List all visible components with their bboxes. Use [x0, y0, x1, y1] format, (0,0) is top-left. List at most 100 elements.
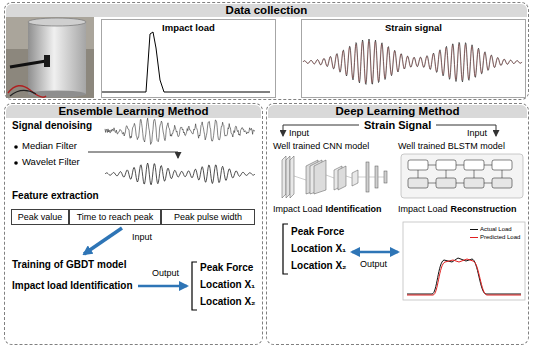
- strain-wave-red: [303, 42, 522, 83]
- illustration-shape: [286, 156, 290, 198]
- text-label: Well trained CNN model: [273, 141, 369, 151]
- text-label: Impact load Identification: [12, 280, 133, 292]
- table-cell: Peak pulse width: [161, 209, 255, 225]
- illustration-shape: [401, 154, 523, 198]
- illustration-shape: [338, 166, 346, 190]
- output-double-arrow: [352, 251, 398, 254]
- illustration-shape: [418, 170, 419, 178]
- text-label: Location X₁: [200, 279, 255, 291]
- illustration-shape: [10, 61, 46, 67]
- illustration-shape: [326, 175, 334, 178]
- bullet: [14, 145, 18, 149]
- blstm-illustration: [401, 154, 523, 198]
- text-label: Impact Load: [273, 204, 323, 214]
- text-label: Wavelet Filter: [22, 157, 80, 168]
- illustration-shape: [464, 178, 484, 188]
- test-photo: [6, 17, 94, 98]
- illustration-shape: [492, 160, 512, 170]
- cell-text: Peak pulse width: [174, 212, 242, 222]
- text-label: Output: [360, 259, 387, 269]
- panel-heading: Data collection: [6, 4, 527, 17]
- clean-signal: [105, 163, 255, 185]
- text-label: Well trained BLSTM model: [398, 141, 505, 151]
- text-label: Impact Load: [398, 204, 448, 214]
- illustration-shape: [436, 178, 456, 188]
- illustration-shape: [366, 162, 369, 192]
- plot-frame: [403, 222, 525, 300]
- illustration-shape: [6, 17, 94, 98]
- illustration-shape: [44, 55, 50, 67]
- strain-wave: [303, 39, 522, 84]
- text-label: Location X₁: [291, 243, 346, 255]
- illustration-shape: [408, 160, 428, 170]
- legend-text: Actual Load: [480, 226, 512, 233]
- bracket: [192, 262, 197, 310]
- illustration-shape: [464, 160, 484, 170]
- illustration-shape: [456, 183, 464, 184]
- illustration-shape: [28, 22, 86, 94]
- text-label: Peak Force: [200, 262, 253, 274]
- text-label: Peak Force: [291, 226, 344, 238]
- illustration-shape: [375, 166, 378, 188]
- panel-heading: Deep Learning Method: [268, 105, 527, 118]
- table-cell: Time to reach peak: [69, 209, 161, 225]
- illustration-shape: [428, 165, 436, 166]
- illustration-shape: [474, 170, 475, 178]
- input-arrow: [84, 228, 122, 254]
- text-label: Location X₂: [200, 296, 256, 308]
- panel-heading: Ensemble Learning Method: [6, 105, 261, 118]
- chart-box: Strain signal: [301, 19, 526, 98]
- illustration-shape: [294, 176, 306, 180]
- text-label: Input: [132, 232, 152, 242]
- legend-line: [470, 237, 478, 238]
- chart-title: Strain signal: [302, 22, 525, 33]
- text-label: Strain Signal: [364, 119, 431, 132]
- illustration-shape: [28, 18, 86, 26]
- illustration-shape: [456, 165, 464, 166]
- illustration-shape: [378, 177, 384, 178]
- illustration-shape: [290, 156, 294, 198]
- text-label: Input: [467, 128, 487, 138]
- bracket: [283, 224, 288, 274]
- chart-title: Impact load: [102, 22, 275, 33]
- illustration-shape: [346, 176, 352, 178]
- denoise-arrow: [88, 152, 178, 158]
- illustration-shape: [446, 170, 447, 178]
- illustration-shape: [282, 156, 286, 198]
- illustration-shape: [502, 170, 503, 178]
- predicted-load-curve: [407, 259, 521, 295]
- illustration-shape: [408, 178, 428, 188]
- text-label: Median Filter: [22, 141, 77, 152]
- text-label: Reconstruction: [451, 204, 517, 214]
- noisy-signal: [105, 118, 255, 144]
- text-label: Input: [289, 128, 309, 138]
- illustration-shape: [492, 178, 512, 188]
- section-panel: Deep Learning Method: [266, 103, 529, 345]
- section-panel: Data collectionImpact load Strain signal: [4, 2, 529, 100]
- illustration-shape: [384, 171, 387, 183]
- impact-curve: [101, 32, 270, 92]
- illustration-shape: [352, 170, 358, 186]
- illustration-shape: [484, 165, 492, 166]
- illustration-shape: [369, 177, 375, 178]
- illustration-shape: [428, 183, 436, 184]
- text-label: Training of GBDT model: [12, 259, 126, 271]
- cnn-illustration: [282, 156, 387, 198]
- actual-load-curve: [407, 258, 521, 294]
- legend-text: Predicted Load: [480, 234, 520, 241]
- output-arrow: [138, 285, 187, 288]
- text-label: Output: [152, 268, 179, 278]
- illustration-shape: [484, 183, 492, 184]
- illustration-shape: [28, 91, 86, 98]
- text-label: Signal denoising: [12, 120, 92, 132]
- cell-text: Time to reach peak: [77, 212, 154, 222]
- bullet: [14, 161, 18, 165]
- text-label: Location X₂: [291, 260, 347, 272]
- table-cell: Peak value: [11, 209, 69, 225]
- illustration-shape: [10, 90, 36, 96]
- section-panel: Ensemble Learning MethodPeak value Time t…: [4, 103, 263, 345]
- illustration-shape: [358, 177, 366, 178]
- chart-box: Impact load: [101, 19, 276, 98]
- illustration-shape: [8, 86, 46, 97]
- legend-line: [470, 229, 478, 230]
